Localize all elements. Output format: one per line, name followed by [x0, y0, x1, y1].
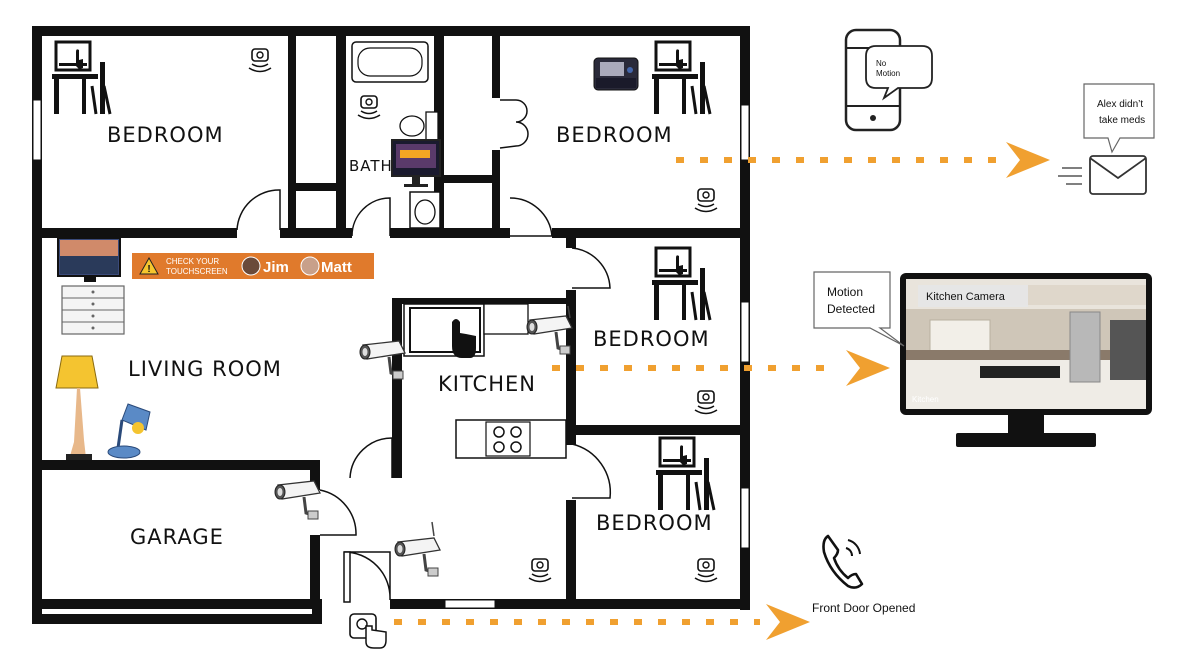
motion-sensor-icon	[694, 188, 718, 213]
room-label-bedroom: BEDROOM	[596, 511, 713, 535]
desk-touchscreen-icon	[650, 40, 712, 116]
desk-touchscreen-icon	[50, 40, 112, 116]
bathroom-tablet-icon	[391, 139, 441, 187]
desk-touchscreen-icon	[650, 246, 712, 322]
door-keypad-icon	[349, 613, 387, 649]
room-label-living-room: LIVING ROOM	[128, 357, 282, 381]
avatar	[300, 256, 320, 276]
room-label-bath: BATH	[349, 157, 393, 175]
camera-footer-label: Kitchen	[912, 395, 939, 404]
camera-title: Kitchen Camera	[926, 291, 1006, 303]
email-envelope-icon	[1058, 155, 1147, 195]
kitchen-touchscreen-icon	[409, 307, 481, 358]
phone-bubble-line2: Motion	[876, 69, 900, 78]
blood-pressure-monitor-icon	[593, 57, 639, 91]
email-message-bubble: Alex didn’t take meds	[1083, 83, 1155, 154]
monitor-bubble-line1: Motion	[827, 285, 863, 299]
camera-title-panel	[918, 285, 1028, 307]
email-bubble-line2: take meds	[1099, 115, 1145, 126]
banner-prompt-line2: TOUCHSCREEN	[166, 267, 228, 276]
phone-call-icon	[822, 534, 864, 589]
room-label-garage: GARAGE	[130, 525, 224, 549]
dresser-icon	[61, 285, 125, 335]
touchscreen-banner: ! CHECK YOUR TOUCHSCREEN Jim Matt	[132, 253, 374, 279]
leg-lamp-icon	[55, 355, 99, 460]
bathtub-icon	[351, 41, 429, 83]
living-room-tv-icon	[57, 237, 121, 282]
room-label-kitchen: KITCHEN	[438, 372, 536, 396]
floorplan-walls	[32, 26, 750, 624]
monitor-icon: Kitchen Camera Kitchen	[900, 273, 1152, 447]
alert-arrow	[552, 350, 890, 386]
stove-icon	[493, 426, 522, 453]
banner-person2: Matt	[321, 259, 352, 276]
email-bubble-line1: Alex didn’t	[1097, 99, 1143, 110]
motion-sensor-icon	[248, 48, 272, 73]
phone-message-bubble: No Motion	[865, 45, 933, 101]
motion-sensor-icon	[694, 390, 718, 415]
svg-text:!: !	[147, 264, 150, 275]
motion-sensor-icon	[528, 558, 552, 583]
room-label-bedroom: BEDROOM	[593, 327, 710, 351]
security-camera-icon	[393, 536, 442, 578]
monitor-bubble-line2: Detected	[827, 302, 875, 316]
phone-bubble-line1: No	[876, 59, 887, 68]
monitor-message-bubble: Motion Detected	[813, 271, 905, 347]
alert-arrow	[394, 604, 810, 640]
room-label-bedroom: BEDROOM	[556, 123, 673, 147]
toilet-icon	[409, 191, 441, 229]
banner-prompt-line1: CHECK YOUR	[166, 257, 219, 266]
phone-call-label: Front Door Opened	[812, 601, 915, 615]
desk-touchscreen-icon	[654, 436, 716, 512]
motion-sensor-icon	[694, 558, 718, 583]
alert-arrow	[676, 142, 1050, 178]
room-label-bedroom: BEDROOM	[107, 123, 224, 147]
security-camera-icon	[273, 479, 322, 521]
avatar	[241, 256, 261, 276]
sink-icon	[399, 111, 439, 141]
motion-sensor-icon	[357, 95, 381, 120]
security-camera-icon	[525, 314, 574, 356]
desk-lamp-icon	[107, 403, 151, 459]
banner-person1: Jim	[263, 259, 289, 276]
